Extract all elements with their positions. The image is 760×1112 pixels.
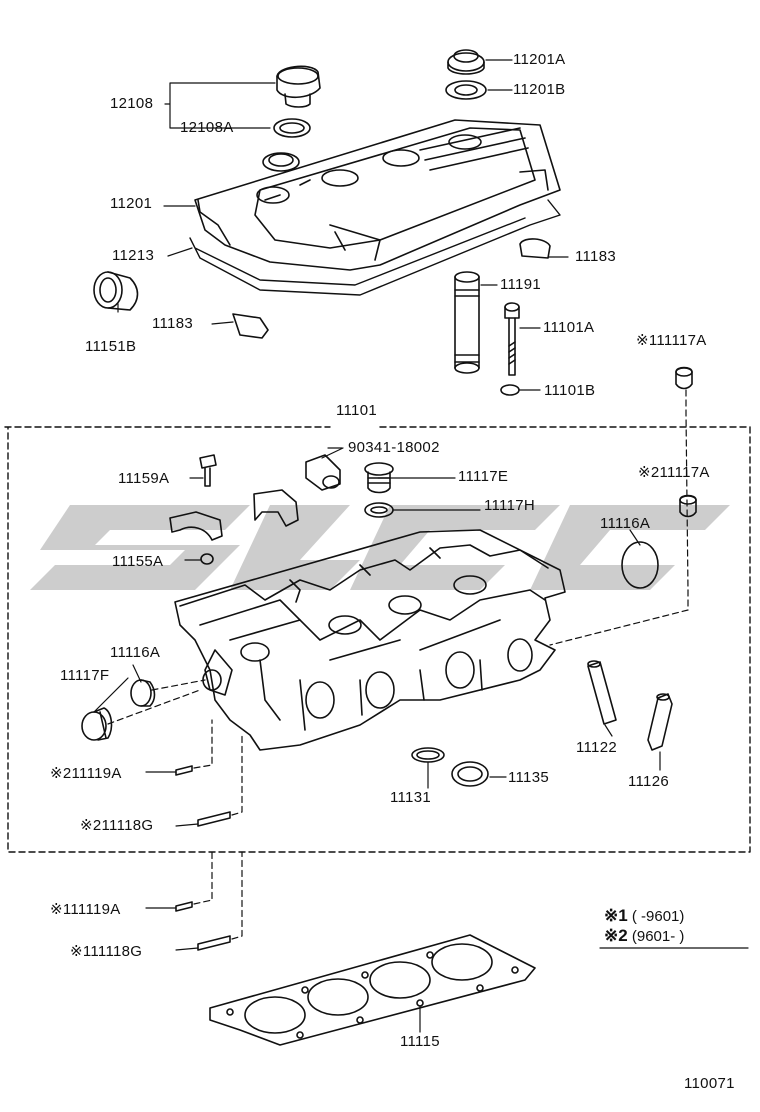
washer-11101B (500, 384, 520, 396)
pin-211118G (197, 811, 231, 827)
watermark-logo (30, 505, 730, 590)
cover-gasket-11213 (189, 199, 561, 296)
label-11155A: 11155A (112, 553, 164, 570)
label-11151B: 11151B (85, 338, 137, 355)
pin-111118G (197, 935, 231, 951)
label-11135: 11135 (508, 769, 549, 786)
pin-11155A (200, 553, 214, 565)
label-11117H: 11117H (484, 497, 536, 514)
label-111117A: ※111117A (636, 332, 707, 349)
label-211117A: ※211117A (638, 464, 710, 481)
assembly-boundary (4, 426, 751, 853)
label-11117E: 11117E (458, 468, 509, 485)
note-1-range: ( -9601) (631, 908, 685, 925)
label-211118G: ※211118G (80, 817, 154, 834)
label-90341-18002: 90341-18002 (348, 439, 440, 456)
label-11201A: 11201A (513, 51, 566, 68)
plug-11116A-left (130, 679, 156, 707)
label-11116A-left: 11116A (110, 644, 161, 661)
bearing-cap-1 (253, 489, 299, 527)
bearing-cap-2 (169, 511, 223, 541)
plug-90341-18002 (305, 454, 341, 491)
label-11201: 11201 (110, 195, 153, 212)
half-moon-seal-right (519, 238, 551, 259)
head-gasket-11115 (209, 934, 536, 1046)
cylinder-head-11101 (174, 529, 566, 751)
bolt-11101A (504, 302, 520, 376)
oil-filler-cap-12108 (276, 65, 321, 108)
label-11159A: 11159A (118, 470, 170, 487)
plug-111117A (675, 366, 693, 390)
label-11126: 11126 (628, 773, 669, 790)
label-111119A: ※111119A (50, 901, 121, 918)
label-11201B: 11201B (513, 81, 566, 98)
bolt-11159A (199, 454, 217, 487)
note-1-mark: ※1 (604, 906, 628, 925)
note-2: ※2 (9601- ) (604, 926, 684, 946)
valve-guide-11126 (647, 693, 673, 751)
label-11122: 11122 (576, 739, 617, 756)
label-11131: 11131 (390, 789, 431, 806)
plug-tube-11191 (454, 271, 480, 374)
label-11101A: 11101A (543, 319, 595, 336)
label-12108: 12108 (110, 95, 154, 112)
half-moon-seal-left (232, 313, 269, 339)
pin-111119A (175, 901, 193, 912)
grommet-11201A (447, 49, 485, 75)
label-12108A: 12108A (180, 119, 234, 136)
diagram-id: 110071 (684, 1075, 735, 1092)
label-111118G: ※111118G (70, 943, 143, 960)
valve-cover-11201 (194, 119, 561, 271)
cap-gasket-12108A (273, 118, 311, 138)
label-11183-left: 11183 (152, 315, 193, 332)
plug-11116A-right (621, 541, 659, 589)
pin-211119A (175, 765, 193, 776)
note-1: ※1 ( -9601) (604, 906, 684, 926)
plug-11117F (81, 707, 113, 741)
label-211119A: ※211119A (50, 765, 122, 782)
label-11101: 11101 (336, 402, 377, 419)
valve-guide-11122 (587, 660, 617, 725)
note-2-mark: ※2 (604, 926, 628, 945)
label-11116A-right: 11116A (600, 515, 651, 532)
camshaft-seal-11151B (93, 271, 139, 311)
label-11115: 11115 (400, 1033, 440, 1050)
note-2-range: (9601- ) (631, 928, 685, 945)
label-11183-right: 11183 (575, 248, 616, 265)
label-11213: 11213 (112, 247, 155, 264)
label-11101B: 11101B (544, 382, 596, 399)
grommet-11201B (445, 80, 487, 100)
seal-11135 (451, 761, 489, 787)
label-11117F: 11117F (60, 667, 110, 684)
label-11191: 11191 (500, 276, 541, 293)
